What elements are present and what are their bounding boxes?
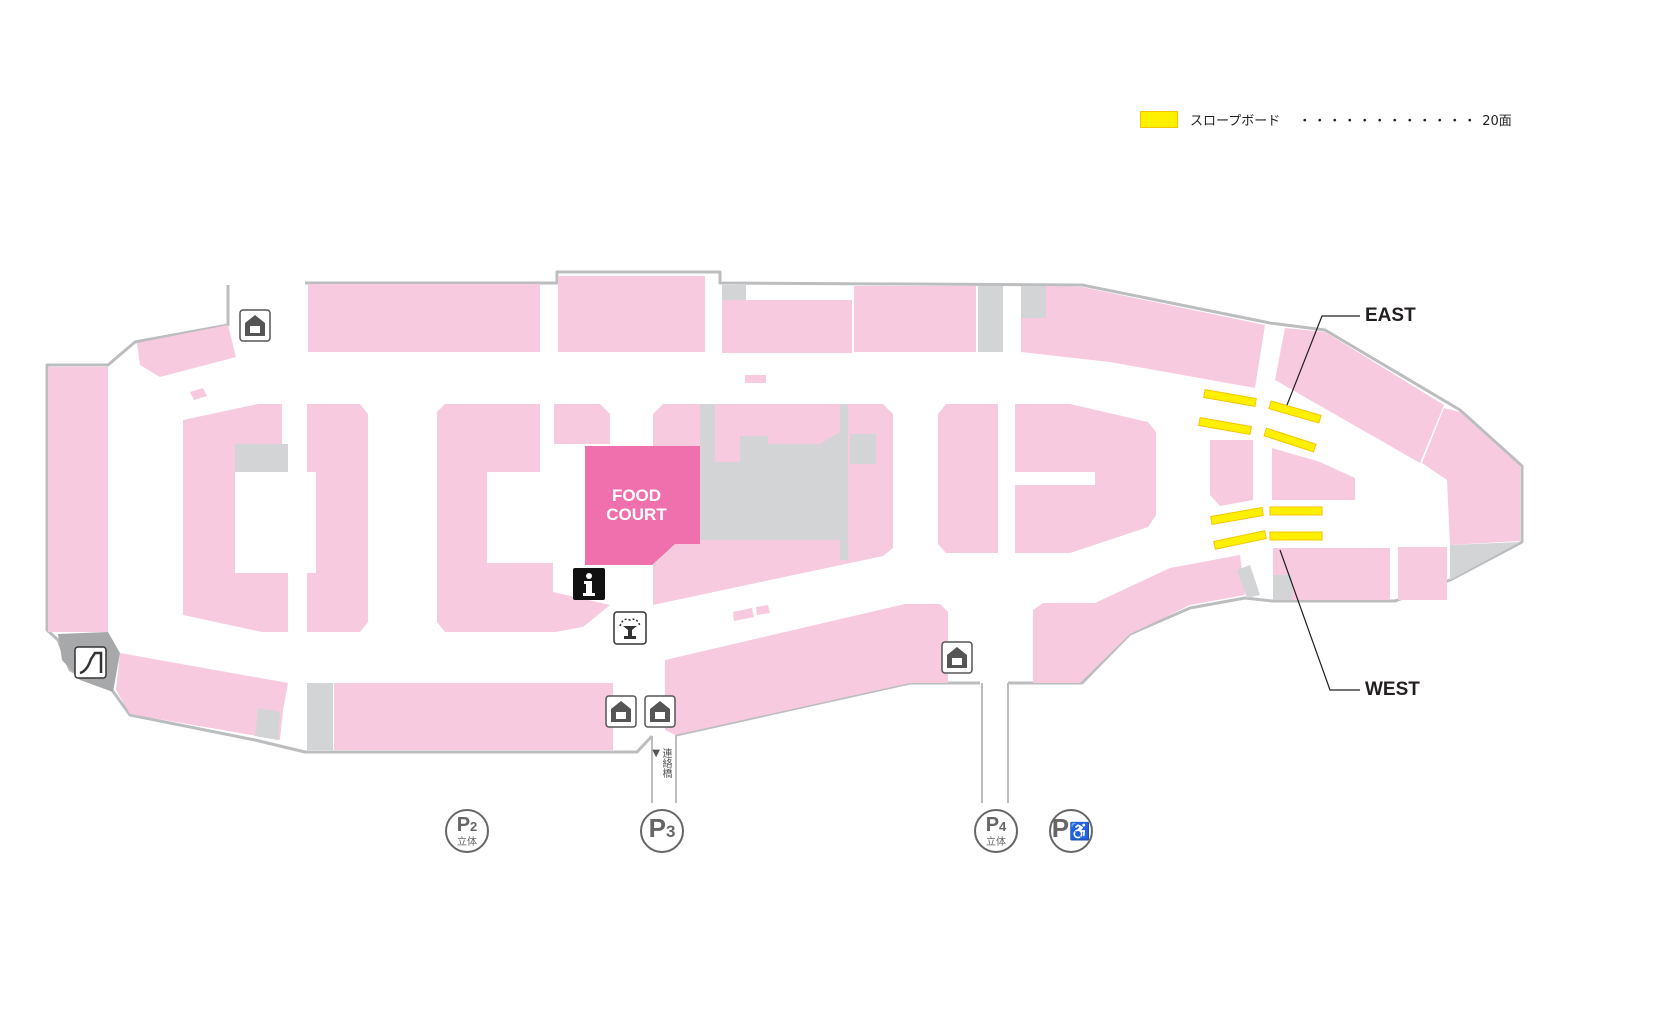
shopping-bag-icon[interactable] — [239, 309, 271, 342]
parking-sub: 立体 — [457, 837, 477, 848]
legend: スロープボード ・・・・・・・・・・・・ 20面 — [1140, 110, 1512, 129]
shop[interactable] — [308, 284, 540, 352]
food-court[interactable] — [585, 446, 700, 565]
wheelchair-icon: ♿ — [1069, 822, 1091, 841]
parking-number: 2 — [470, 819, 478, 834]
shop[interactable] — [137, 325, 236, 377]
parking-letter: P — [985, 814, 1000, 836]
slope-board — [1269, 506, 1323, 516]
fountain-icon — [613, 611, 647, 645]
bridge-arrow-icon: ▼ — [652, 748, 660, 759]
shop[interactable] — [1021, 286, 1265, 388]
bridge-text: 連絡橋 — [660, 748, 671, 778]
shop[interactable] — [722, 300, 852, 353]
food-court-line2: COURT — [606, 505, 667, 524]
shop[interactable] — [665, 604, 948, 735]
slope-board — [1269, 531, 1323, 541]
shop[interactable] — [183, 404, 288, 632]
shopping-bag-icon[interactable] — [941, 641, 973, 674]
slope-board — [1268, 400, 1322, 424]
legend-label: スロープボード — [1190, 114, 1281, 129]
shop[interactable] — [1272, 448, 1355, 500]
shopping-bag-icons — [239, 309, 973, 728]
parking-p2[interactable]: P2 立体 — [445, 809, 489, 853]
parking-letter: P — [456, 814, 471, 836]
shop[interactable] — [334, 683, 613, 750]
shop[interactable] — [1210, 440, 1253, 506]
food-court-label: FOOD COURT — [585, 486, 688, 524]
shop-blocks — [48, 276, 1520, 750]
slope-boards — [1198, 388, 1323, 550]
shop[interactable] — [558, 276, 705, 352]
shop[interactable] — [307, 404, 368, 632]
parking-p4[interactable]: P4 立体 — [974, 809, 1018, 853]
parking-sub: 立体 — [986, 837, 1006, 848]
shop[interactable] — [1015, 404, 1156, 553]
slope-board — [1210, 506, 1264, 526]
shopping-bag-icon[interactable] — [605, 695, 637, 728]
parking-number: 4 — [999, 819, 1007, 834]
parking-number: 3 — [665, 822, 676, 841]
east-label: EAST — [1365, 305, 1416, 326]
shopping-bag-icon[interactable] — [644, 695, 676, 728]
shop[interactable] — [1273, 548, 1390, 600]
info-icon[interactable] — [573, 568, 605, 600]
shop[interactable] — [1398, 547, 1447, 600]
legend-dots: ・・・・・・・・・・・・ — [1298, 114, 1479, 129]
legend-count: 20面 — [1482, 114, 1512, 129]
shop[interactable] — [437, 404, 610, 632]
shop[interactable] — [1422, 408, 1520, 545]
shop[interactable] — [48, 367, 108, 632]
slope-board-swatch — [1140, 111, 1178, 128]
shop[interactable] — [116, 653, 288, 740]
parking-accessible[interactable]: P♿ — [1049, 809, 1093, 853]
shop[interactable] — [554, 404, 610, 444]
shop[interactable] — [1275, 328, 1444, 463]
west-leader-line — [1279, 549, 1360, 691]
food-court-line1: FOOD — [611, 486, 662, 505]
slope-board — [1213, 530, 1267, 550]
passage-lines — [651, 683, 1009, 803]
slope-board — [1263, 427, 1317, 453]
shop[interactable] — [938, 404, 998, 553]
parking-p3[interactable]: P3 — [640, 809, 684, 853]
slope-board — [1203, 388, 1257, 408]
slope-board — [1198, 416, 1252, 436]
west-label: WEST — [1365, 679, 1420, 700]
parking-letter: P — [648, 813, 666, 843]
bridge-label: 連絡橋 ▼ — [652, 748, 671, 778]
east-leader-line — [1286, 315, 1360, 406]
shop[interactable] — [854, 286, 976, 352]
slide-icon — [74, 646, 107, 679]
shop[interactable] — [1033, 555, 1245, 683]
parking-letter: P — [1051, 813, 1070, 843]
